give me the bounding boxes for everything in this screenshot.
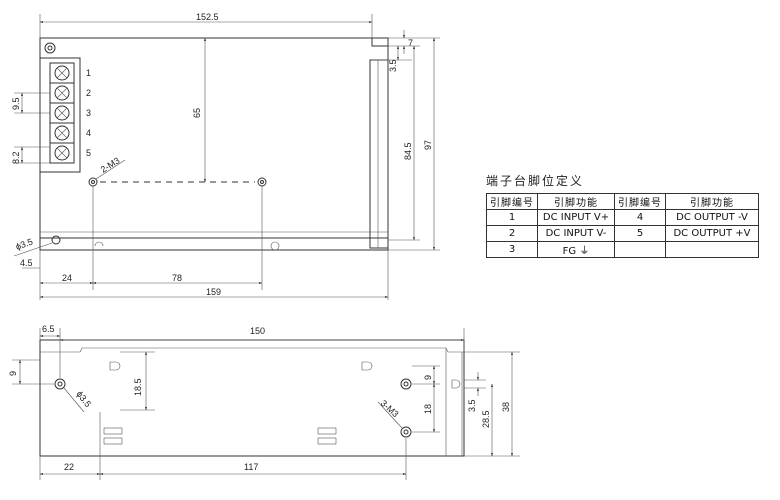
bottom-view-outline (39, 339, 465, 457)
dim-3-5-bottom: 3.5 (467, 399, 477, 412)
dim-9-right: 9 (423, 375, 433, 380)
dim-159: 159 (206, 287, 221, 297)
pin-function: DC INPUT V+ (537, 209, 615, 226)
pin-function: DC OUTPUT -V (665, 209, 759, 226)
dim-18: 18 (423, 404, 433, 414)
mount-hole (51, 235, 61, 245)
label-2-m3: 2-M3 (99, 155, 122, 174)
pin-number: 4 (614, 209, 666, 226)
pin-table: 引脚编号 引脚功能 引脚编号 引脚功能 1 DC INPUT V+ 4 DC O… (486, 193, 759, 258)
table-row: 2 DC INPUT V- 5 DC OUTPUT +V (486, 225, 759, 242)
top-view-outline (39, 37, 389, 251)
dim-3-5-top: 3.5 (388, 59, 398, 72)
terminal-number-3: 3 (86, 108, 91, 118)
dim-150: 150 (250, 326, 265, 336)
label-bottom-hole: ϕ3.5 (74, 389, 93, 409)
dim-18-5: 18.5 (133, 378, 143, 396)
terminal-block (39, 57, 81, 173)
bottom-hole (54, 378, 66, 390)
pin-number: 3 (486, 241, 538, 258)
terminal-number-2: 2 (86, 88, 91, 98)
table-row: 1 DC INPUT V+ 4 DC OUTPUT -V (486, 209, 759, 226)
terminal-number-4: 4 (86, 128, 91, 138)
table-row: 3 FG ⏚ (486, 241, 759, 258)
pin-number: 5 (614, 225, 666, 242)
dim-7: 7 (408, 38, 413, 48)
label-hole-3-5: ϕ3.5 (14, 236, 34, 251)
pin-function: DC INPUT V- (537, 225, 615, 242)
pin-table-title: 端子台脚位定义 (486, 174, 585, 188)
bottom-view: 6.5 150 9 18.5 ϕ3.5 3-M3 9 18 3. (8, 324, 520, 480)
dim-22: 22 (64, 462, 74, 472)
top-view-rail (369, 59, 389, 249)
top-view-flange (39, 237, 389, 251)
dim-78: 78 (172, 273, 182, 283)
pin-table-header-row: 引脚编号 引脚功能 引脚编号 引脚功能 (486, 193, 759, 210)
dim-8-2: 8.2 (11, 151, 21, 164)
dim-9-5: 9.5 (11, 97, 21, 110)
pin-function: DC OUTPUT +V (665, 225, 759, 242)
bottom-m3-hole (400, 426, 412, 438)
dim-97: 97 (423, 140, 433, 150)
bottom-m3-hole (400, 378, 412, 390)
terminal-screws (49, 62, 75, 164)
pin-function (665, 241, 759, 258)
dim-28-5: 28.5 (481, 410, 491, 428)
m3-hole (88, 177, 98, 187)
header-pin-function: 引脚功能 (665, 193, 759, 210)
dim-24: 24 (62, 273, 72, 283)
dim-9-left: 9 (8, 371, 18, 376)
dim-152-5: 152.5 (196, 12, 219, 22)
m3-hole (257, 177, 267, 187)
dim-38: 38 (501, 402, 511, 412)
dim-65: 65 (192, 108, 202, 118)
header-pin-function: 引脚功能 (537, 193, 615, 210)
terminal-number-1: 1 (86, 68, 91, 78)
dim-84-5: 84.5 (403, 142, 413, 160)
pin-function: FG ⏚ (537, 241, 615, 258)
dim-117: 117 (244, 462, 258, 472)
mount-hole (44, 42, 56, 54)
pin-number (614, 241, 666, 258)
dim-6-5: 6.5 (42, 324, 55, 334)
label-3-m3: 3-M3 (379, 398, 401, 419)
pin-number: 2 (486, 225, 538, 242)
pin-definition-panel: 端子台脚位定义 引脚编号 引脚功能 引脚编号 引脚功能 1 DC INPUT V… (486, 172, 759, 258)
dim-4-5: 4.5 (20, 258, 33, 268)
terminal-number-5: 5 (86, 148, 91, 158)
header-pin-no: 引脚编号 (614, 193, 666, 210)
pin-number: 1 (486, 209, 538, 226)
header-pin-no: 引脚编号 (486, 193, 538, 210)
top-view: 1 2 3 4 5 152.5 65 7 3.5 84.5 97 (11, 12, 440, 300)
